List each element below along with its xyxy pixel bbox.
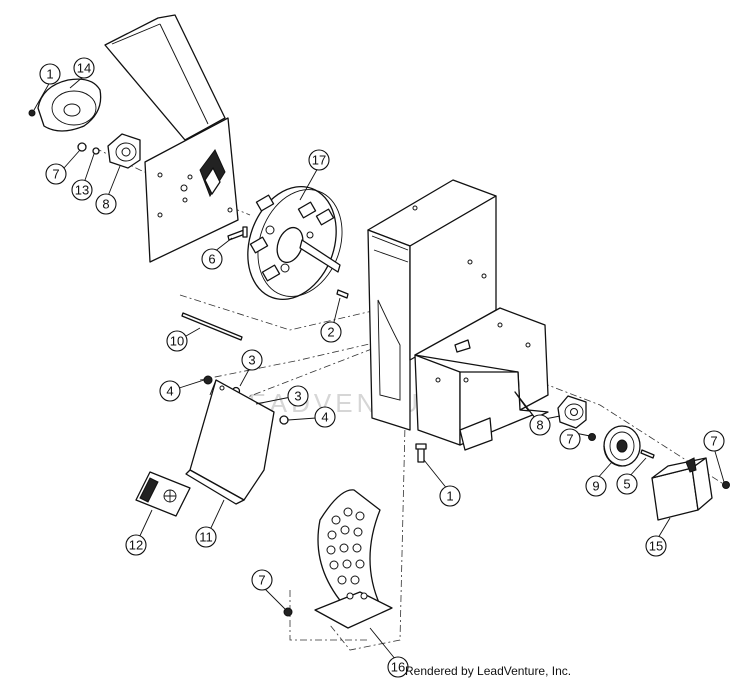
svg-text:1: 1: [446, 489, 453, 504]
callout-label: 9: [592, 479, 599, 494]
callout-1: 11: [439, 485, 461, 507]
callout-label: 6: [208, 252, 215, 267]
part-16-perforated-shield: [314, 489, 393, 629]
part-4-nuts: [203, 375, 289, 425]
callout-label: 7: [258, 573, 265, 588]
callout-11: 1411: [195, 526, 217, 548]
callout-label: 12: [129, 538, 143, 553]
svg-text:11: 11: [199, 530, 213, 545]
chute-plate-assembly: [104, 14, 239, 263]
callout-label: 16: [391, 660, 405, 675]
part-1-bolt: [415, 443, 427, 463]
part-12-decal: [135, 471, 191, 517]
callout-label: 13: [75, 183, 89, 198]
part-8-bearing-upper: [107, 133, 141, 169]
callout-label: 8: [536, 418, 543, 433]
callout-7: 7: [45, 163, 67, 185]
callout-17: 17: [308, 149, 330, 171]
callout-label: 15: [649, 539, 663, 554]
callout-4: 4: [159, 380, 181, 402]
callout-13: 13: [71, 179, 93, 201]
frame-bracket: [414, 307, 549, 451]
part-14-pulley-guard: [28, 78, 102, 132]
part-2-bolt: [336, 289, 349, 299]
callout-label: 2: [327, 325, 334, 340]
callout-4: 4: [314, 406, 336, 428]
part-11-discharge-chute: [185, 379, 275, 505]
callout-label: 7: [710, 434, 717, 449]
part-5-key: [640, 449, 655, 459]
part-15-belt-guard: [651, 457, 713, 521]
callout-2: 2: [320, 321, 342, 343]
callout-label: 7: [52, 167, 59, 182]
callouts: 1 14 7 13 8 6 17 2 10 3 4 3 4 11 8 7 9 5…: [39, 57, 725, 678]
callout-3: 3: [287, 385, 309, 407]
callout-12: 12: [125, 534, 147, 556]
callout-label: 3: [248, 353, 255, 368]
callout-7: 7: [703, 430, 725, 452]
part-13-washer: [77, 142, 100, 155]
callout-label: 4: [321, 410, 328, 425]
callout-label: 10: [170, 334, 184, 349]
callout-label: 8: [102, 197, 109, 212]
callout-label: 5: [623, 477, 630, 492]
callout-label: 3: [294, 389, 301, 404]
part-7-nut-far-right: [722, 481, 730, 489]
callout-5: 5: [616, 473, 638, 495]
part-10-rod: [181, 312, 243, 341]
callout-7: 1: [39, 63, 61, 85]
callout-15: 15: [645, 535, 667, 557]
part-8-bearing-right: [557, 395, 587, 429]
part-7-nut-right: [588, 433, 596, 441]
callout-3: 3: [241, 349, 263, 371]
callout-label: 4: [166, 384, 173, 399]
callout-6: 6: [201, 248, 223, 270]
callout-label: 17: [312, 153, 326, 168]
callout-label: 7: [566, 432, 573, 447]
callout-16: 16: [387, 656, 409, 678]
callout-8: 8: [529, 414, 551, 436]
main-housing: [367, 179, 497, 431]
callout-7: 7: [559, 428, 581, 450]
callout-8: 8: [95, 193, 117, 215]
part-9-pulley: [603, 425, 641, 467]
callout-14: 14: [73, 57, 95, 79]
callout-label: 1: [46, 67, 53, 82]
callout-label: 14: [77, 61, 91, 76]
part-17-impeller: [247, 185, 343, 301]
callout-10: 10: [166, 330, 188, 352]
callout-9: 9: [585, 475, 607, 497]
part-6-bolt: [227, 226, 248, 241]
callout-7: 7: [251, 569, 273, 591]
render-credit: Rendered by LeadVenture, Inc.: [405, 664, 572, 678]
